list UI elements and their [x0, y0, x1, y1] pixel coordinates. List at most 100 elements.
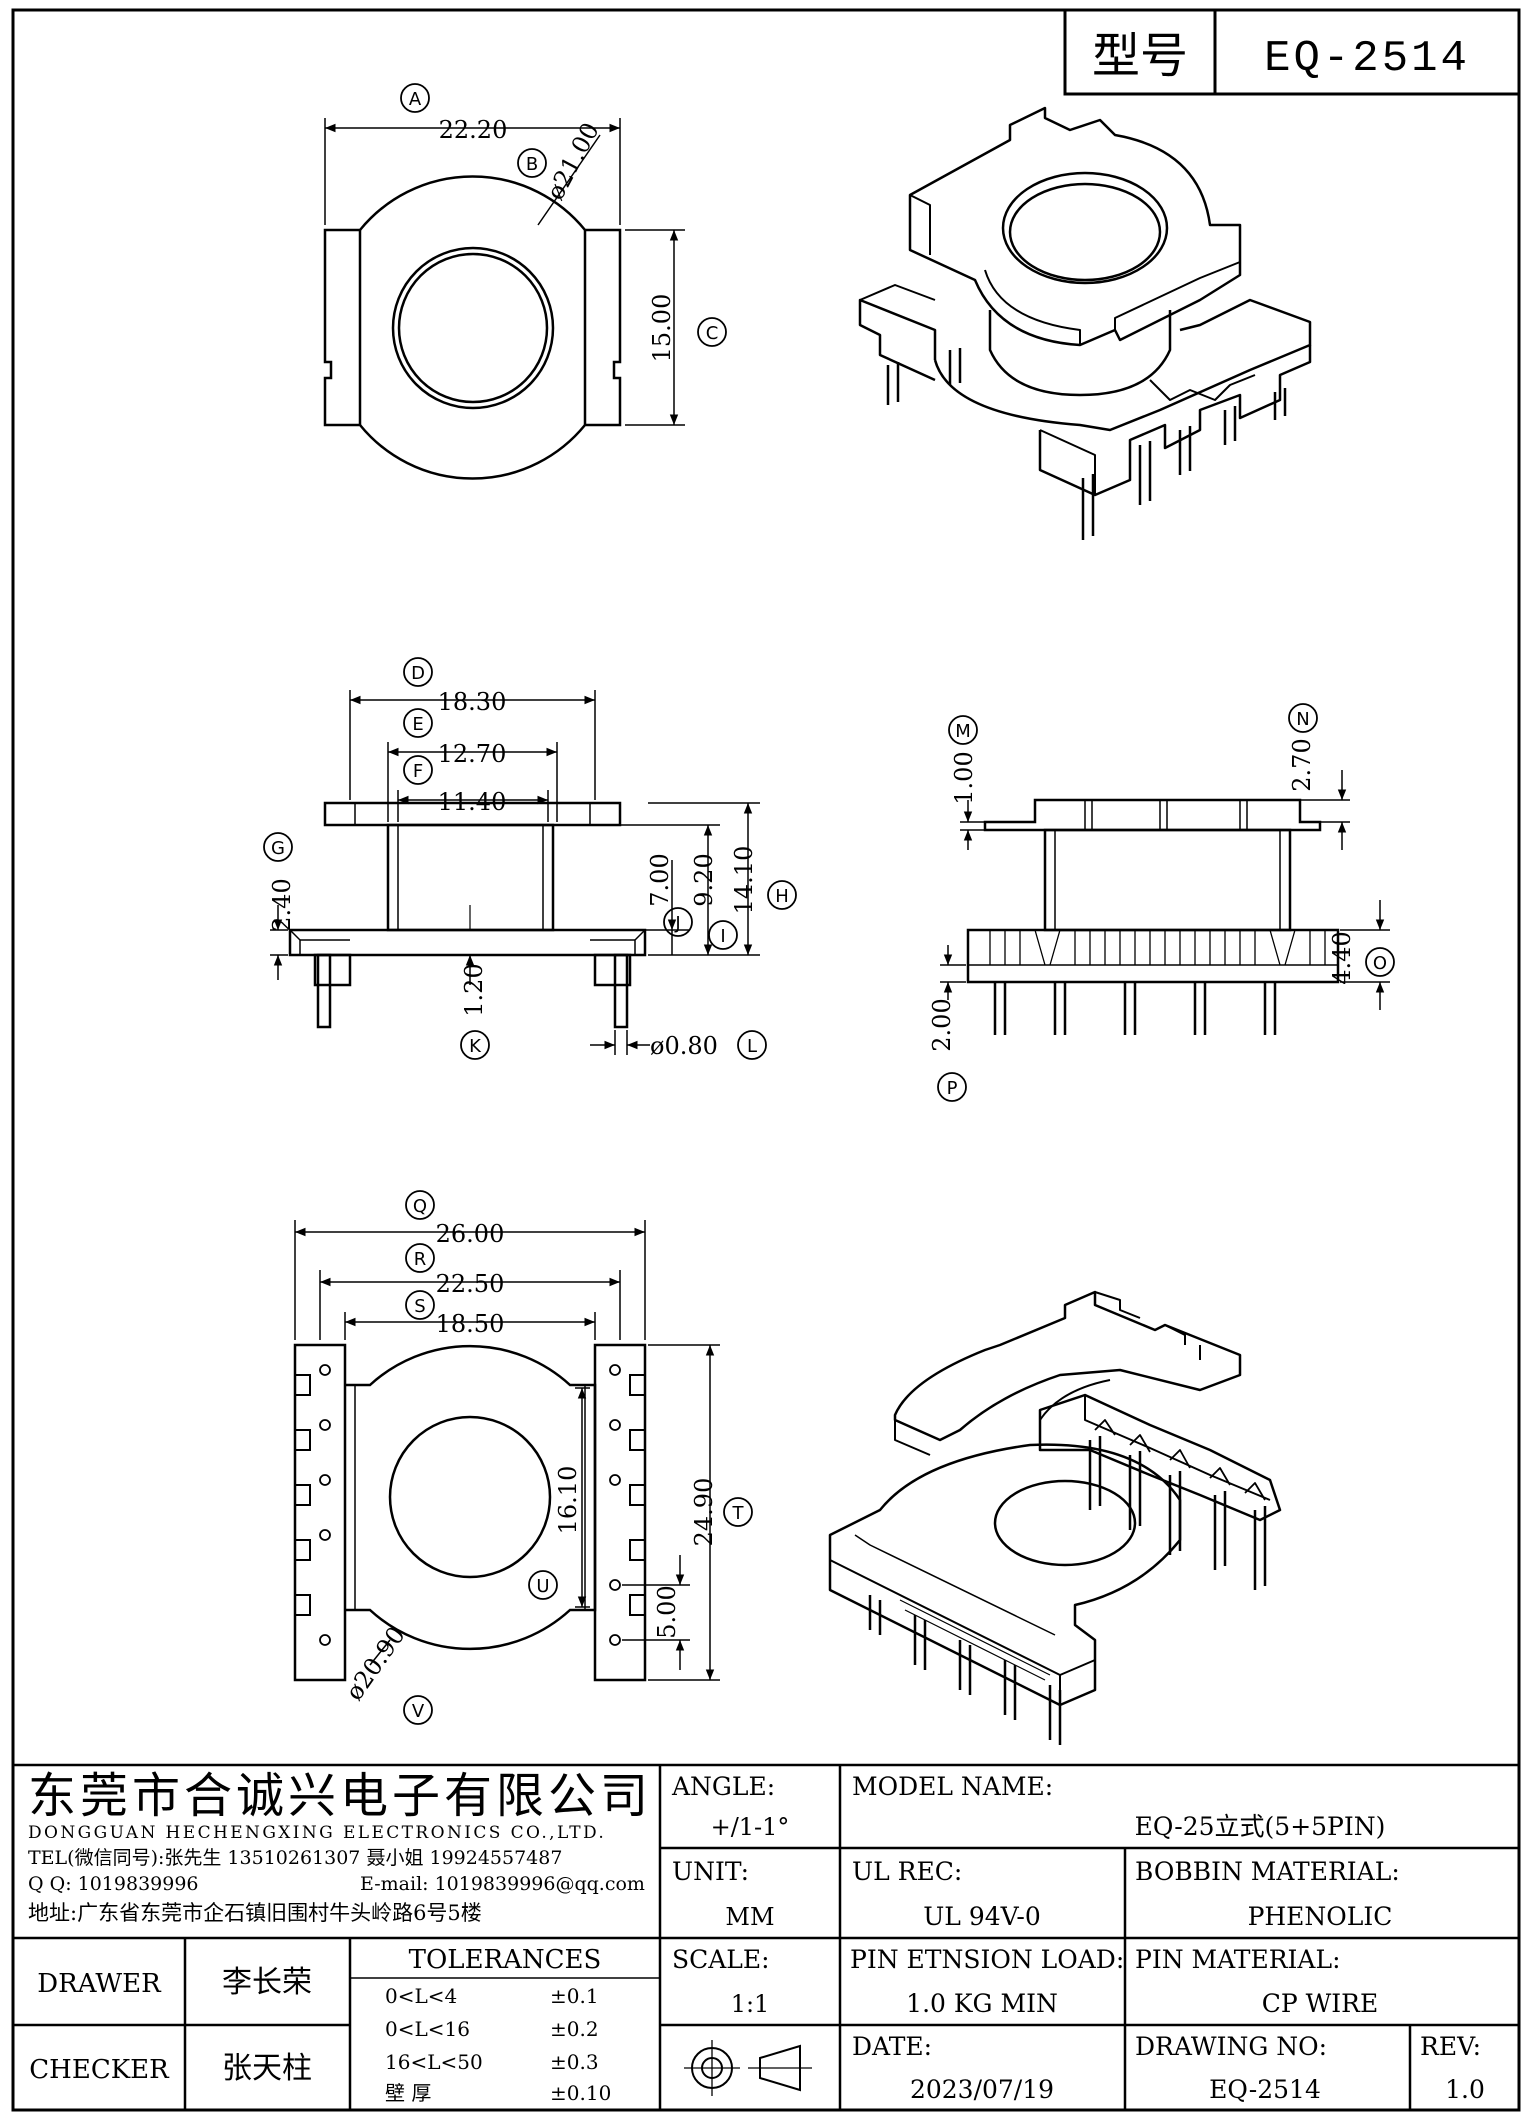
- svg-text:N: N: [1296, 709, 1309, 730]
- tol-value-3: ±0.10: [550, 2081, 611, 2105]
- scale-value: 1:1: [731, 1990, 770, 2018]
- side-view: [940, 770, 1390, 1035]
- unit-label: UNIT:: [672, 1857, 749, 1886]
- dim-j-value: 7.00: [646, 853, 674, 906]
- header-model-label: 型号: [1092, 28, 1188, 84]
- bottom-view: [293, 1220, 720, 1682]
- svg-text:U: U: [536, 1576, 549, 1597]
- dim-b-value: ø21.00: [541, 118, 605, 205]
- tol-range-0: 0<L<4: [385, 1984, 457, 2008]
- date-value: 2023/07/19: [910, 2075, 1054, 2104]
- drawer-label: DRAWER: [37, 1969, 162, 1999]
- tol-value-0: ±0.1: [550, 1984, 599, 2008]
- dim-f-value: 11.40: [438, 788, 507, 816]
- company-name-en: DONGGUAN HECHENGXING ELECTRONICS CO.,LTD…: [28, 1823, 606, 1843]
- model-name-label: MODEL NAME:: [852, 1772, 1053, 1801]
- rev-label: REV:: [1420, 2032, 1481, 2061]
- dim-n-value: 2.70: [1288, 738, 1316, 791]
- dim-m-value: 1.00: [950, 751, 978, 804]
- checker-label: CHECKER: [29, 2055, 170, 2085]
- checker-value: 张天柱: [222, 2051, 312, 2086]
- model-name-value: EQ-25立式(5+5PIN): [1135, 1812, 1386, 1841]
- bobbin-value: PHENOLIC: [1248, 1902, 1393, 1931]
- date-label: DATE:: [852, 2032, 932, 2061]
- tol-range-3: 壁 厚: [385, 2081, 431, 2105]
- scale-label: SCALE:: [672, 1945, 770, 1974]
- svg-text:C: C: [706, 323, 719, 344]
- dim-d-value: 18.30: [438, 688, 507, 716]
- company-tel: TEL(微信同号):张先生 13510261307 聂小姐 1992455748…: [28, 1847, 562, 1869]
- tol-range-1: 0<L<16: [385, 2017, 470, 2041]
- svg-text:T: T: [732, 1503, 745, 1524]
- dim-g-value: 2.40: [268, 878, 296, 931]
- svg-text:A: A: [409, 89, 422, 110]
- svg-text:G: G: [271, 838, 285, 859]
- dim-k-value: 1.20: [460, 963, 488, 1016]
- drawing-no-value: EQ-2514: [1209, 2075, 1321, 2104]
- company-block: 东莞市合诚兴电子有限公司 DONGGUAN HECHENGXING ELECTR…: [28, 1768, 652, 1925]
- svg-text:M: M: [955, 721, 971, 742]
- dim-u2-value: 5.00: [653, 1585, 681, 1638]
- rev-value: 1.0: [1445, 2075, 1485, 2104]
- svg-text:S: S: [414, 1296, 425, 1317]
- svg-text:R: R: [414, 1249, 427, 1270]
- svg-text:E: E: [412, 714, 423, 735]
- svg-text:F: F: [413, 761, 423, 782]
- dim-l-value: ø0.80: [650, 1032, 718, 1060]
- dim-h-value: 14.10: [730, 846, 758, 915]
- company-name-cn: 东莞市合诚兴电子有限公司: [28, 1768, 652, 1824]
- bobbin-label: BOBBIN MATERIAL:: [1135, 1857, 1400, 1886]
- tolerances-label: TOLERANCES: [409, 1945, 602, 1975]
- dim-u-value: 16.10: [554, 1466, 582, 1535]
- drawing-no-label: DRAWING NO:: [1135, 2032, 1327, 2061]
- svg-text:L: L: [747, 1036, 757, 1057]
- dim-r-value: 22.50: [436, 1270, 505, 1298]
- company-email: E-mail: 1019839996@qq.com: [360, 1873, 645, 1895]
- header-model-box: 型号 EQ-2514: [1063, 8, 1521, 96]
- svg-text:B: B: [526, 154, 538, 175]
- dim-o-value: 4.40: [1328, 931, 1356, 984]
- dim-q-value: 26.00: [436, 1220, 505, 1248]
- pin-load-value: 1.0 KG MIN: [906, 1989, 1058, 2018]
- top-view-labels: A 22.20 B ø21.00 15.00 C: [400, 83, 727, 363]
- header-model-value: EQ-2514: [1264, 34, 1470, 84]
- side-view-labels: M 1.00 N 2.70 4.40 O 2.00 P: [928, 703, 1395, 1102]
- outer-border: [11, 8, 1521, 2112]
- company-qq: Q Q: 1019839996: [28, 1873, 199, 1895]
- svg-text:J: J: [674, 913, 680, 934]
- front-view: [270, 690, 760, 1055]
- dim-t-value: 24.90: [690, 1478, 718, 1547]
- dim-s-value: 18.50: [436, 1310, 505, 1338]
- svg-text:Q: Q: [413, 1196, 427, 1217]
- dim-a-value: 22.20: [439, 116, 508, 144]
- drawer-value: 李长荣: [222, 1965, 312, 2000]
- svg-text:P: P: [947, 1078, 958, 1099]
- svg-text:K: K: [469, 1036, 482, 1057]
- svg-text:O: O: [1373, 953, 1387, 974]
- company-address: 地址:广东省东莞市企石镇旧围村牛头岭路6号5楼: [28, 1901, 482, 1925]
- top-view: [323, 118, 685, 480]
- dim-p-value: 2.00: [928, 998, 956, 1051]
- tol-range-2: 16<L<50: [385, 2050, 483, 2074]
- ul-label: UL REC:: [852, 1857, 962, 1886]
- angle-label: ANGLE:: [671, 1772, 775, 1801]
- isometric-view-bottom: [828, 1290, 1282, 1745]
- angle-value: +/1-1°: [711, 1813, 790, 1841]
- pin-mat-label: PIN MATERIAL:: [1135, 1945, 1341, 1974]
- title-block-text: ANGLE: +/1-1° MODEL NAME: EQ-25立式(5+5PIN…: [29, 1772, 1485, 2105]
- projection-symbol-icon: [684, 2040, 812, 2096]
- front-view-labels: D 18.30 E 12.70 F 11.40 G 2.40 14.10 H 9…: [263, 657, 797, 1060]
- bottom-view-labels: Q 26.00 R 22.50 S 18.50 24.90 T 16.10 U …: [340, 1190, 753, 1725]
- ul-value: UL 94V-0: [923, 1902, 1041, 1931]
- pin-mat-value: CP WIRE: [1262, 1989, 1379, 2018]
- svg-text:H: H: [775, 886, 789, 907]
- unit-value: MM: [725, 1903, 774, 1931]
- title-block-grid: [13, 1763, 1519, 2110]
- dim-e-value: 12.70: [438, 740, 507, 768]
- svg-text:D: D: [411, 663, 425, 684]
- dim-v-value: ø20.90: [340, 1621, 411, 1705]
- isometric-view-top: [858, 106, 1312, 540]
- dim-c-value: 15.00: [648, 294, 676, 363]
- dim-i-value: 9.20: [690, 853, 718, 906]
